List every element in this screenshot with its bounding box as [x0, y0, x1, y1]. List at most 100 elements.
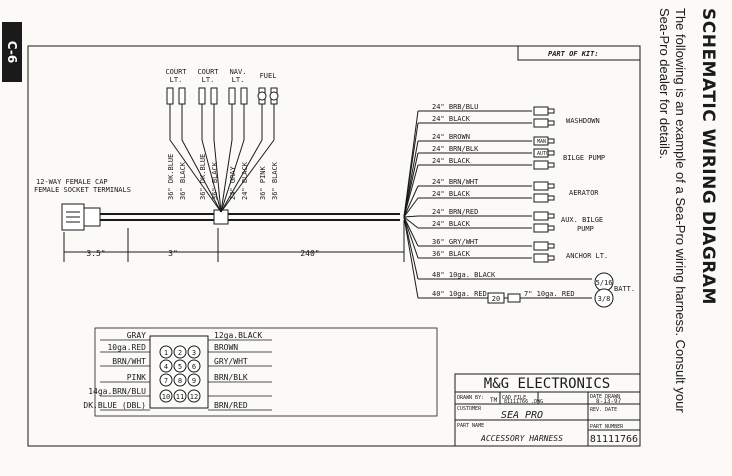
branch-fan — [403, 152, 419, 218]
top-label-2: NAV. — [230, 68, 247, 76]
wires: PART OF KIT:COURTLT.COURTLT.NAV.LT.FUEL3… — [34, 50, 638, 445]
pin-left-label: BRN/WHT — [112, 357, 146, 366]
pin-left-label: DK.BLUE (DBL) — [83, 401, 146, 410]
branch-wire-label: 24" BRB/BLU — [432, 103, 478, 111]
branch-plug-tip — [547, 183, 555, 189]
load-aerator: AERATOR — [569, 189, 599, 197]
pin-connector — [149, 335, 209, 409]
pin-number: 7 — [164, 377, 168, 385]
branch-wire-label: 24" BROWN — [432, 133, 470, 141]
load-bilge: BILGE PUMP — [563, 154, 605, 162]
vertical-wire-label: 36" DK.BLUE — [167, 154, 175, 200]
pin-number: 3 — [192, 349, 196, 357]
branch-wire-label: 40" 10ga. RED — [432, 290, 487, 298]
pin-number: 9 — [192, 377, 196, 385]
pin-number: 11 — [176, 393, 184, 401]
branch-wire-label: 24" BRN/RED — [432, 208, 478, 216]
load-anchor: ANCHOR LT. — [566, 252, 608, 260]
customer-label: CUSTOMER — [457, 406, 482, 412]
top-label-0: COURT — [165, 68, 187, 76]
branch-fan — [403, 185, 419, 218]
pin-left-label: 14ga.BRN/BLU — [88, 387, 146, 396]
inline-connector — [507, 293, 521, 303]
rev-date-label: REV. DATE — [590, 407, 617, 413]
wire-lead — [169, 139, 222, 213]
company-name: M&G ELECTRONICS — [484, 376, 610, 392]
top-label-0-sub: LT. — [170, 76, 183, 84]
branch-plug-tip — [547, 225, 555, 231]
drawn-by-label: DRAWN BY: — [457, 395, 484, 401]
cap-label: 12-WAY FEMALE CAP — [36, 178, 108, 186]
switch-auto: AUTO — [537, 151, 549, 157]
branch-wire-label: 48" 10ga. BLACK — [432, 271, 496, 279]
wire-lead — [220, 139, 245, 213]
load-aux-bilge-2: PUMP — [577, 225, 594, 233]
branch-plug-tip — [547, 255, 555, 261]
branch-wire-label: 24" BLACK — [432, 157, 471, 165]
load-batt: BATT. — [614, 285, 635, 293]
pin-1 — [159, 345, 173, 359]
branch-fan — [403, 215, 419, 218]
pin-6 — [187, 359, 201, 373]
vertical-wire-label: 36" BLACK — [271, 161, 279, 200]
pin-chart-frame — [94, 327, 438, 417]
dim-240: 240" — [300, 249, 319, 258]
wire-plug — [198, 87, 206, 105]
switch-man: MAN — [537, 139, 546, 145]
part-of-kit-label: PART OF KIT: — [548, 50, 599, 58]
cad-file: 81111766 .DWG — [504, 399, 543, 405]
wire-lead — [213, 139, 222, 213]
top-label-1: COURT — [197, 68, 219, 76]
part-name-label: PART NAME — [457, 423, 484, 429]
fuel-terminal — [269, 91, 279, 101]
pin-5 — [173, 359, 187, 373]
pin-10 — [159, 389, 173, 403]
vertical-wire-label: 36" BLACK — [179, 161, 187, 200]
branch-wire-label: 24" BRN/BLK — [432, 145, 479, 153]
cad-file-label: CAD FILE — [502, 395, 526, 401]
pin-number: 12 — [190, 393, 198, 401]
ring-label: 3/8 — [598, 295, 611, 303]
top-label-fuel: FUEL — [260, 72, 277, 80]
branch-plug — [533, 160, 549, 170]
load-washdown: WASHDOWN — [566, 117, 600, 125]
pin-number: 4 — [164, 363, 168, 371]
wire-plug — [178, 87, 186, 105]
pin-3 — [187, 345, 201, 359]
branch-plug-tip — [547, 162, 555, 168]
pin-left-label: 10ga.RED — [107, 343, 146, 352]
wire-plug — [166, 87, 174, 105]
pin-2 — [173, 345, 187, 359]
pin-4 — [159, 359, 173, 373]
branch-plug-tip — [547, 243, 555, 249]
drawing-border — [27, 45, 641, 447]
branch-plug-tip — [547, 150, 555, 156]
branch-plug — [533, 193, 549, 203]
branch-wire-label: 24" BRN/WHT — [432, 178, 479, 186]
ring-label: 5/16 — [596, 279, 613, 287]
pin-right-label: BRN/RED — [214, 401, 248, 410]
branch-wire-label: 24" BLACK — [432, 190, 471, 198]
pin-12 — [187, 389, 201, 403]
wire-plug — [240, 87, 248, 105]
pin-left-label: PINK — [127, 373, 146, 382]
part-name: ACCESSORY HARNESS — [480, 434, 563, 443]
branch-fan — [403, 216, 419, 229]
wire-lead — [220, 139, 263, 213]
branch-wire-label: 36" BLACK — [432, 250, 471, 258]
branch-wire-label: 24" BLACK — [432, 220, 471, 228]
branch-plug — [533, 118, 549, 128]
branch-fan — [403, 164, 419, 218]
branch-plug — [533, 211, 549, 221]
branch-plug — [533, 106, 549, 116]
wire-plug — [228, 87, 236, 105]
page-tab: C-6 — [2, 22, 22, 82]
diagram-linework — [27, 45, 641, 447]
pin-number: 1 — [164, 349, 168, 357]
pin-7 — [159, 373, 173, 387]
pin-number: 6 — [192, 363, 196, 371]
pin-11 — [173, 389, 187, 403]
vertical-wire-label: 24" GRAY — [229, 165, 237, 200]
date-drawn-label: DATE DRAWN — [590, 394, 620, 400]
